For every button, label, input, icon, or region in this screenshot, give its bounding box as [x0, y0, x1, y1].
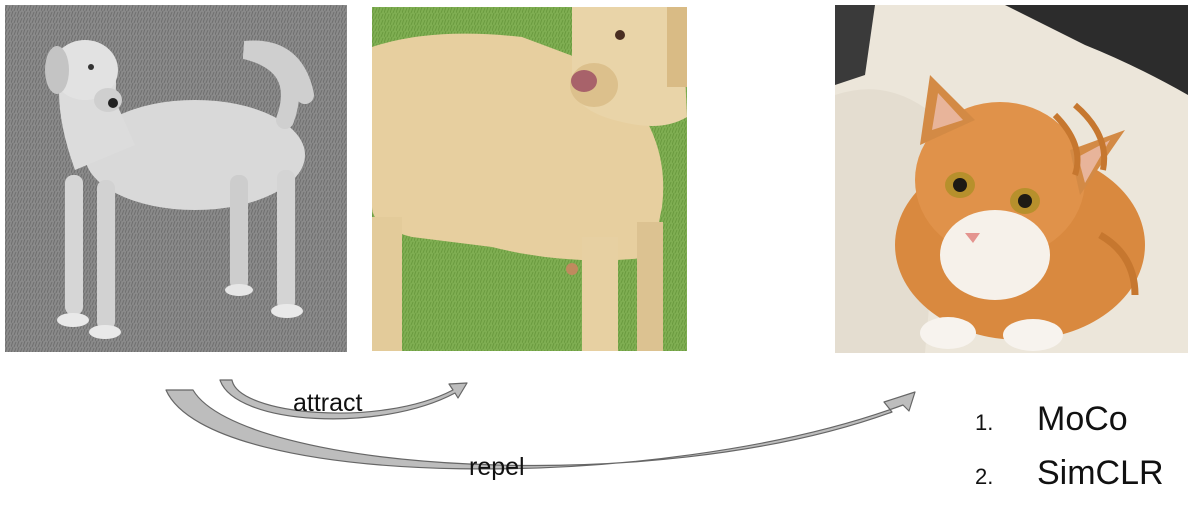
cat-photo-icon [835, 5, 1188, 353]
attract-label: attract [293, 389, 363, 417]
method-number: 2. [975, 464, 994, 489]
attract-arrow [219, 379, 468, 420]
method-number: 1. [975, 410, 994, 435]
repel-arrow [165, 389, 916, 470]
method-name: SimCLR [1037, 454, 1164, 492]
method-name: MoCo [1037, 400, 1128, 438]
method-item-moco: 1. MoCo [975, 400, 1164, 454]
dog-grayscale-photo-icon [5, 5, 347, 352]
method-list: 1. MoCo 2. SimCLR [975, 400, 1164, 508]
method-item-simclr: 2. SimCLR [975, 454, 1164, 508]
dog-color-photo-icon [372, 7, 687, 351]
repel-label: repel [469, 453, 525, 481]
